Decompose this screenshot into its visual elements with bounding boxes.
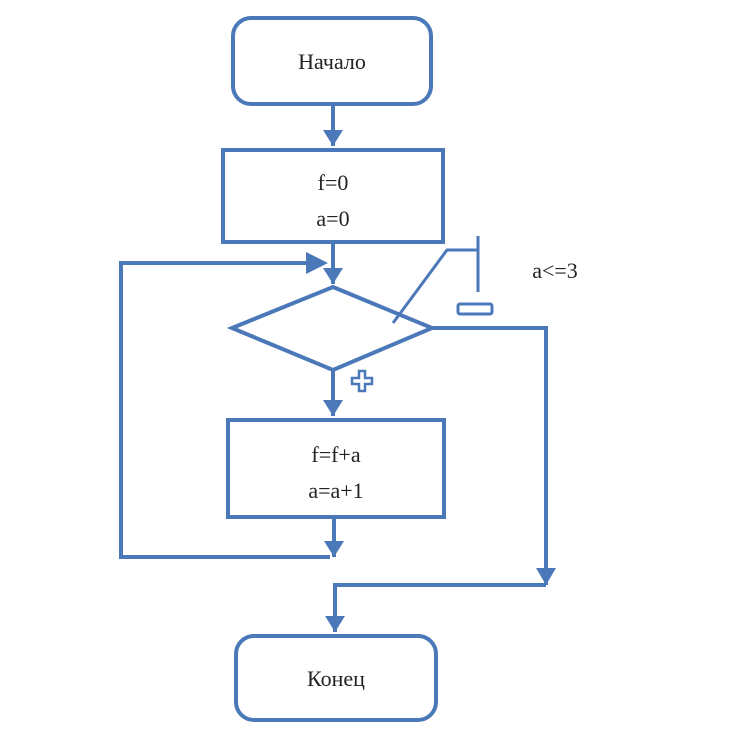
end-label: Конец — [307, 666, 365, 691]
arrowhead — [536, 568, 556, 585]
arrowhead — [323, 400, 343, 416]
body-line-2: a=a+1 — [308, 478, 363, 503]
body-process — [226, 418, 446, 519]
body-line-1: f=f+a — [311, 442, 360, 467]
edge-no-branch — [432, 326, 548, 585]
condition-label: a<=3 — [532, 258, 578, 283]
arrowhead — [324, 541, 344, 557]
condition-diamond — [226, 284, 438, 373]
arrowhead — [325, 616, 345, 632]
end-terminal — [234, 634, 438, 722]
arrowhead — [323, 130, 343, 146]
start-label: Начало — [298, 49, 366, 74]
yes-branch-plus-icon — [350, 369, 374, 393]
arrowhead-loop — [306, 252, 328, 274]
init-line-2: a=0 — [316, 206, 349, 231]
arrowhead — [323, 268, 343, 284]
no-branch-minus-icon — [456, 302, 494, 316]
init-process — [221, 148, 445, 244]
edge-to-end — [333, 583, 546, 632]
edge-loop-back — [119, 261, 330, 559]
init-line-1: f=0 — [318, 170, 349, 195]
annotation-leader — [391, 248, 478, 324]
